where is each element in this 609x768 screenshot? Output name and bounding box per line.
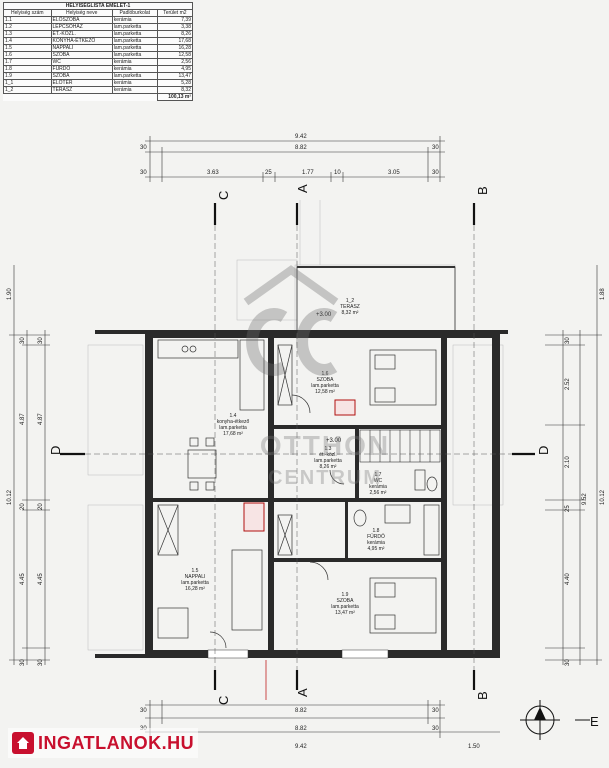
- dim-left-b: 4.45: [20, 573, 26, 585]
- room-label: 8,32 m²: [342, 310, 359, 316]
- dim-left-total: 10.12: [7, 489, 13, 505]
- room-label: lam.parketta: [181, 580, 209, 586]
- room-label: 2,56 m²: [370, 490, 387, 496]
- north-arrow-label: E: [590, 714, 599, 729]
- dim-edge-row2-right: 30: [432, 170, 439, 176]
- dim-edge-row2-left: 30: [140, 170, 147, 176]
- room-label: lam.parketta: [219, 425, 247, 431]
- room-label: 1.8: [373, 528, 380, 534]
- dim-edge-top-right: 30: [432, 145, 439, 151]
- room-label: 4,95 m²: [368, 546, 385, 552]
- dim-inner-bottom: 8.82: [295, 708, 307, 714]
- section-c-top: C: [216, 191, 231, 200]
- section-b-bottom: B: [475, 691, 490, 700]
- dim-edge-top-left: 30: [140, 145, 147, 151]
- section-d-right: D: [536, 446, 551, 455]
- room-label: 16,28 m²: [185, 586, 205, 592]
- room-label: TERASZ: [340, 304, 360, 310]
- dim-left-d2: 30: [38, 337, 44, 344]
- room-list-table: HELYISÉGLISTA EMELET-1 Helyiség szám Hel…: [3, 2, 194, 101]
- section-c-bottom: C: [216, 696, 231, 705]
- dim-left-d: 30: [20, 337, 26, 344]
- room-label: 1_2: [346, 298, 355, 304]
- room-label: 13,47 m²: [335, 610, 355, 616]
- dim-left-d4: 30: [38, 659, 44, 666]
- room-label: lam.parketta: [331, 604, 359, 610]
- dim-right-f2: 30: [565, 659, 571, 666]
- room-label: SZOBA: [337, 598, 355, 604]
- dim-left-a: 4.87: [20, 413, 26, 425]
- room-label: NAPPALI: [185, 574, 206, 580]
- dim-left-c: 20: [20, 503, 26, 510]
- dim-seg1: 3.63: [207, 170, 219, 176]
- dim-left-b2: 4.45: [38, 573, 44, 585]
- room-label: 1.6: [322, 371, 329, 377]
- brand-logo[interactable]: INGATLANOK.HU: [8, 728, 199, 758]
- dim-right-b: 2.10: [565, 456, 571, 468]
- room-label: 1.5: [192, 568, 199, 574]
- level-marker-stair: +3.00: [326, 438, 342, 444]
- dim-left-top: 1.90: [7, 288, 13, 300]
- dim-seg2: 25: [265, 170, 272, 176]
- section-a-top: A: [295, 184, 310, 193]
- room-label: FÜRDŐ: [367, 533, 385, 540]
- room-label: 1.4: [230, 413, 237, 419]
- room-label: ét.-közl.: [319, 452, 337, 458]
- dim-right-e: 25: [565, 505, 571, 512]
- room-label: SZOBA: [317, 377, 335, 383]
- brand-name: INGATLANOK.HU: [38, 732, 195, 753]
- room-label: lam.parketta: [311, 383, 339, 389]
- room-label: 17,68 m²: [223, 431, 243, 437]
- dim-right-f: 30: [565, 337, 571, 344]
- dim-overall-bottom: 9.42: [295, 744, 307, 750]
- room-label: konyha-étkező: [217, 419, 250, 425]
- room-label: kerámia: [369, 484, 387, 490]
- section-a-bottom: A: [295, 688, 310, 697]
- dim-left-c2: 20: [38, 503, 44, 510]
- dim-left-a2: 4.87: [38, 413, 44, 425]
- watermark-logo-icon: [243, 265, 339, 376]
- section-b-top: B: [475, 186, 490, 195]
- room-label: 1.7: [375, 472, 382, 478]
- room-label: 1.9: [342, 592, 349, 598]
- dim-extra-bottom: 1.50: [468, 744, 480, 750]
- dim-edge-bottom2-right: 30: [432, 726, 439, 732]
- dim-seg3: 1.77: [302, 170, 314, 176]
- room-label: 1.3: [325, 446, 332, 452]
- section-d-left: D: [48, 446, 63, 455]
- dim-right-d: 9.52: [582, 493, 588, 505]
- total-area: 100,13 m²: [156, 93, 194, 101]
- room-label: kerámia: [367, 540, 385, 546]
- room-label: 8,26 m²: [320, 464, 337, 470]
- dim-seg4: 10: [334, 170, 341, 176]
- dim-overall-top: 9.42: [295, 134, 307, 140]
- room-label: 12,58 m²: [315, 389, 335, 395]
- level-marker-upper: +3.00: [316, 312, 332, 318]
- dim-right-c: 4.40: [565, 573, 571, 585]
- room-label: WC: [374, 478, 383, 484]
- dim-right-total: 10.12: [600, 489, 606, 505]
- dim-edge-bottom-left: 30: [140, 708, 147, 714]
- dim-left-d3: 30: [20, 659, 26, 666]
- dim-edge-bottom-right: 30: [432, 708, 439, 714]
- dim-inner-top: 8.82: [295, 145, 307, 151]
- dim-seg5: 3.05: [388, 170, 400, 176]
- dim-right-top: 1.88: [600, 288, 606, 300]
- dim-right-a: 2.52: [565, 378, 571, 390]
- dim-inner-bottom-2: 8.82: [295, 726, 307, 732]
- watermark-text: OTTHON CENTRUM: [259, 430, 391, 489]
- room-label: lam.parketta: [314, 458, 342, 464]
- home-icon: [12, 732, 34, 754]
